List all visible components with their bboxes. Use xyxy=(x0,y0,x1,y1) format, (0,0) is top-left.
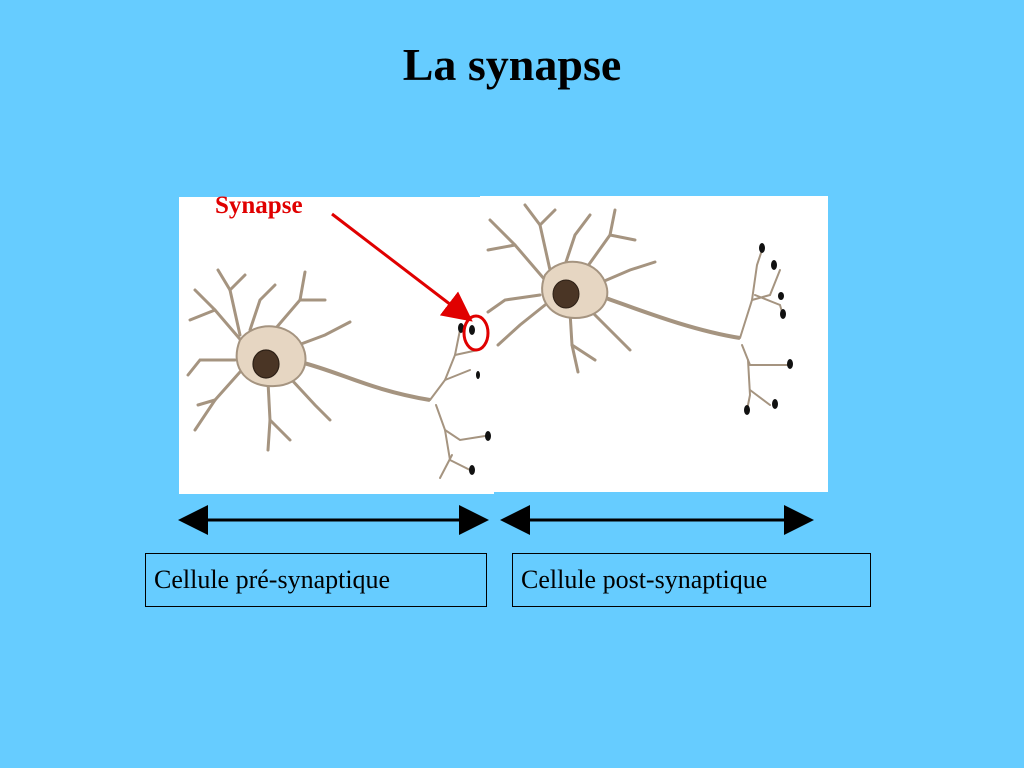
slide-title: La synapse xyxy=(402,39,622,90)
postsynaptic-cell-label: Cellule post-synaptique xyxy=(512,553,871,607)
postsynaptic-neuron xyxy=(486,203,793,415)
synapse-label: Synapse xyxy=(215,192,303,219)
presynaptic-cell-label: Cellule pré-synaptique xyxy=(145,553,487,607)
presynaptic-neuron xyxy=(186,268,491,479)
synapse-pointer-arrow xyxy=(331,212,473,322)
synapse-highlight-circle xyxy=(462,314,490,352)
postsynaptic-neuron-panel xyxy=(480,196,828,492)
presynaptic-neuron-panel xyxy=(179,197,494,494)
